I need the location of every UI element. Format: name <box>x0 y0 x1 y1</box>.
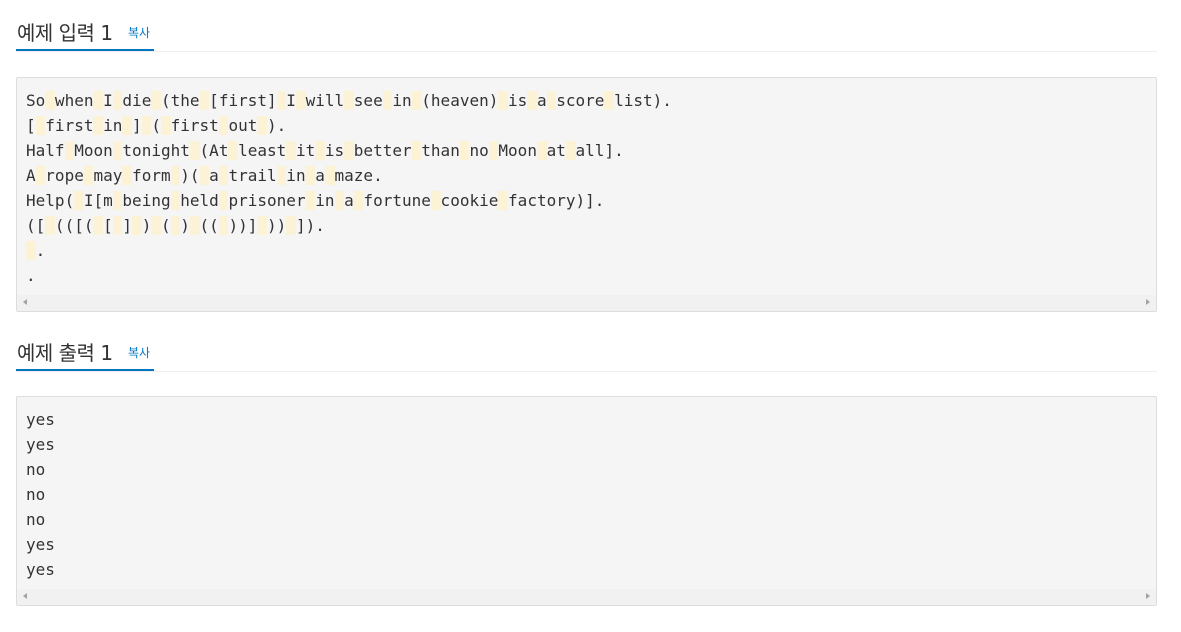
sample-output-headline: 예제 출력 1 복사 <box>16 320 1157 372</box>
sample-input-headline: 예제 입력 1 복사 <box>16 0 1157 52</box>
sample-input-box: So when I die (the [first] I will see in… <box>16 77 1157 312</box>
input-line: . <box>26 266 36 285</box>
input-line: . <box>26 241 45 260</box>
sample-input-text: So when I die (the [first] I will see in… <box>26 88 672 288</box>
output-line: yes <box>26 435 55 454</box>
copy-input-button[interactable]: 복사 <box>128 26 151 40</box>
output-line: no <box>26 510 46 529</box>
input-line: So when I die (the [first] I will see in… <box>26 91 672 110</box>
scroll-left-icon[interactable] <box>23 593 27 599</box>
input-line: ([ (([( [ ] ) ( ) (( ))] )) ]). <box>26 216 325 235</box>
sample-input-section: 예제 입력 1 복사 So when I die (the [first] I … <box>16 0 1157 312</box>
sample-output-section: 예제 출력 1 복사 yes yes no no no yes yes <box>16 320 1157 606</box>
headline-underline: 예제 입력 1 복사 <box>16 0 154 51</box>
horizontal-scrollbar[interactable] <box>17 589 1156 605</box>
input-line: Help( I[m being held prisoner in a fortu… <box>26 191 605 210</box>
input-line: A rope may form )( a trail in a maze. <box>26 166 383 185</box>
input-line: Half Moon tonight (At least it is better… <box>26 141 624 160</box>
scroll-right-icon[interactable] <box>1146 299 1150 305</box>
sample-output-text: yes yes no no no yes yes <box>26 407 55 582</box>
output-line: yes <box>26 535 55 554</box>
scroll-right-icon[interactable] <box>1146 593 1150 599</box>
input-line: [ first in ] ( first out ). <box>26 116 287 135</box>
horizontal-scrollbar[interactable] <box>17 295 1156 311</box>
output-line: yes <box>26 560 55 579</box>
sample-output-title: 예제 출력 1 <box>17 341 113 365</box>
headline-underline: 예제 출력 1 복사 <box>16 320 154 371</box>
scroll-left-icon[interactable] <box>23 299 27 305</box>
output-line: no <box>26 460 46 479</box>
sample-input-title: 예제 입력 1 <box>17 21 113 45</box>
sample-output-box: yes yes no no no yes yes <box>16 396 1157 606</box>
output-line: yes <box>26 410 55 429</box>
copy-output-button[interactable]: 복사 <box>128 346 151 360</box>
output-line: no <box>26 485 46 504</box>
